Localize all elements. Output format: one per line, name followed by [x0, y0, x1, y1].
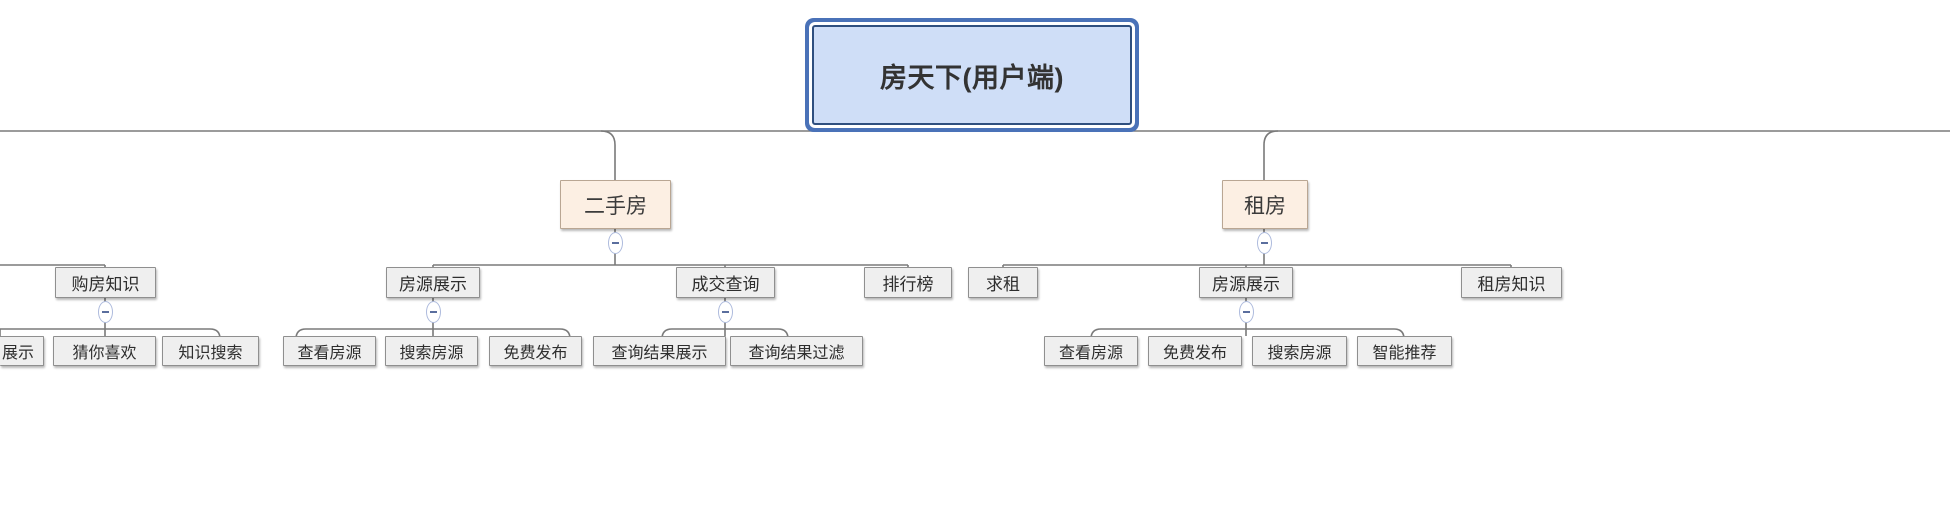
node-gou-fang-zhi-shi-label: 购房知识	[71, 275, 140, 294]
node-chengjiaochaxun-label: 成交查询	[691, 275, 760, 294]
node-qiuzu-label: 求租	[986, 275, 1020, 294]
node-zhanshi-clipped[interactable]: 展示	[0, 336, 44, 366]
node-chaxunjieguoguolv[interactable]: 查询结果过滤	[730, 336, 863, 366]
node-chengjiaochaxun[interactable]: 成交查询	[676, 267, 775, 298]
node-ershoufang-fangyuanzhanshi-label: 房源展示	[399, 275, 467, 294]
node-ershoufang-sousuofangyuan[interactable]: 搜索房源	[385, 336, 478, 366]
node-zhinengtuijian[interactable]: 智能推荐	[1357, 336, 1452, 366]
node-qiuzu[interactable]: 求租	[968, 267, 1038, 298]
node-zufangzhishi[interactable]: 租房知识	[1461, 267, 1562, 298]
collapse-minus-icon-ershoufang[interactable]	[608, 232, 623, 254]
collapse-minus-icon-zufang[interactable]	[1257, 232, 1272, 254]
node-paihangbang[interactable]: 排行榜	[864, 267, 952, 298]
node-ershoufang-chakanfangyuan-label: 查看房源	[297, 345, 362, 362]
collapse-minus-icon-zufang-fangyuanzhanshi[interactable]	[1239, 301, 1254, 323]
collapse-minus-icon-gou-fang-zhi-shi[interactable]	[98, 301, 113, 323]
node-zhishisousuo-label: 知识搜索	[178, 345, 243, 362]
node-ershoufang-mianfeifabu[interactable]: 免费发布	[489, 336, 582, 366]
root-node[interactable]: 房天下(用户端)	[812, 25, 1132, 125]
node-zufang-sousuofangyuan[interactable]: 搜索房源	[1252, 336, 1347, 366]
node-zufang-chakanfangyuan[interactable]: 查看房源	[1044, 336, 1138, 366]
node-zufangzhishi-label: 租房知识	[1477, 275, 1546, 294]
node-chaxunjieguozhanshi[interactable]: 查询结果展示	[593, 336, 726, 366]
node-ershoufang-chakanfangyuan[interactable]: 查看房源	[283, 336, 376, 366]
node-zufang-chakanfangyuan-label: 查看房源	[1058, 345, 1123, 362]
node-chaxunjieguoguolv-label: 查询结果过滤	[748, 345, 845, 362]
node-paihangbang-label: 排行榜	[882, 275, 934, 294]
node-chaxunjieguozhanshi-label: 查询结果展示	[611, 345, 708, 362]
node-ershoufang-fangyuanzhanshi[interactable]: 房源展示	[386, 267, 480, 298]
node-gou-fang-zhi-shi[interactable]: 购房知识	[55, 267, 156, 298]
node-cainixihuan-label: 猜你喜欢	[72, 345, 137, 362]
node-zufang-mianfeifabu[interactable]: 免费发布	[1148, 336, 1242, 366]
node-ershoufang-label: 二手房	[584, 194, 647, 218]
node-zhishisousuo[interactable]: 知识搜索	[162, 336, 259, 366]
node-zufang-fangyuanzhanshi[interactable]: 房源展示	[1199, 267, 1293, 298]
node-zufang[interactable]: 租房	[1222, 180, 1308, 229]
collapse-minus-icon-chengjiaochaxun[interactable]	[718, 301, 733, 323]
node-zufang-mianfeifabu-label: 免费发布	[1162, 345, 1227, 362]
node-cainixihuan[interactable]: 猜你喜欢	[53, 336, 156, 366]
node-zufang-label: 租房	[1244, 194, 1286, 218]
node-zhanshi-clipped-label: 展示	[1, 345, 34, 362]
node-ershoufang-sousuofangyuan-label: 搜索房源	[399, 345, 464, 362]
node-zhinengtuijian-label: 智能推荐	[1372, 345, 1437, 362]
root-node-label: 房天下(用户端)	[880, 62, 1064, 93]
collapse-minus-icon-ershoufang-fangyuanzhanshi[interactable]	[426, 301, 441, 323]
node-ershoufang[interactable]: 二手房	[560, 180, 671, 229]
node-zufang-sousuofangyuan-label: 搜索房源	[1267, 345, 1332, 362]
node-ershoufang-mianfeifabu-label: 免费发布	[503, 345, 568, 362]
node-zufang-fangyuanzhanshi-label: 房源展示	[1212, 275, 1280, 294]
